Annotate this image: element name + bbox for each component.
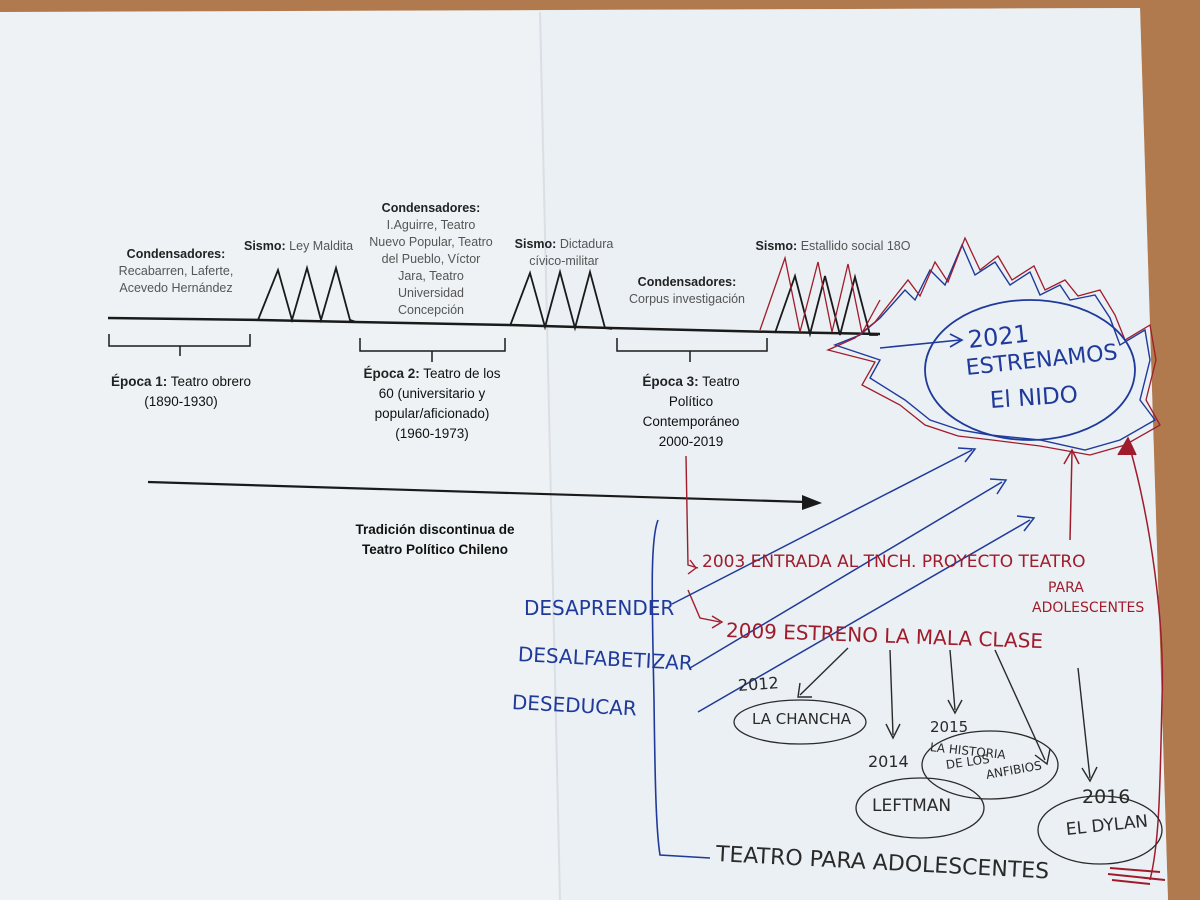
- sismo2-text: Dictadura cívico-militar: [529, 237, 614, 268]
- epoca1-text: Teatro obrero (1890-1930): [144, 374, 252, 409]
- red-right-curve: [1129, 447, 1164, 881]
- cond3-title: Condensadores:: [637, 275, 737, 289]
- paper-fold: [539, 11, 561, 900]
- tradition-arrowhead: [802, 495, 822, 510]
- circle-2021: [924, 299, 1136, 441]
- epoca2-label: Época 2:: [363, 366, 420, 381]
- paper-shade: [540, 8, 1168, 900]
- arrow-to-2012: [799, 647, 849, 696]
- red-right-curve-head: [1117, 436, 1137, 456]
- red-scribble: [1107, 867, 1166, 885]
- sismo2-label: Sismo:: [514, 237, 557, 251]
- tradicion-label: Tradición discontinua de Teatro Político…: [355, 522, 515, 557]
- arrow-desalfabetizar: [689, 481, 1003, 669]
- arrow-to-2021: [879, 339, 961, 349]
- arrow-to-2014-head: [885, 723, 901, 740]
- arrow-to-2016-head: [1081, 766, 1098, 783]
- epoca2-block: Época 2: Teatro de los 60 (universitario…: [356, 364, 508, 444]
- sismo3-text: Estallido social 18O: [800, 239, 911, 253]
- bracket-epoca1: [108, 334, 251, 356]
- arrow-to-2016: [1077, 667, 1091, 779]
- red-line-2003-head: [687, 559, 697, 575]
- blue-bracket: [651, 519, 711, 859]
- hw-2016: 2016: [1082, 786, 1131, 808]
- arrow-to-2015: [949, 649, 956, 711]
- sismo-wave-3-red: [759, 255, 881, 335]
- bracket-epoca3: [616, 338, 768, 362]
- arrow-to-anfibios-head: [1034, 748, 1051, 766]
- hw-desaprender: DESAPRENDER: [524, 596, 675, 620]
- oval-la-chancha: [733, 699, 867, 745]
- starburst-red: [826, 236, 1161, 456]
- tradition-arrow: [147, 480, 807, 504]
- cond2-block: Condensadores: I.Aguirre, Teatro Nuevo P…: [368, 200, 494, 319]
- sismo1-label: Sismo:: [244, 239, 286, 253]
- epoca3-block: Época 3: Teatro Político Contemporáneo 2…: [626, 372, 756, 452]
- hw-la-chancha: LA CHANCHA: [752, 710, 851, 728]
- arrow-to-2021-head: [949, 333, 964, 348]
- arrow-deseducar-head: [1016, 515, 1036, 532]
- sismo3-block: Sismo: Estallido social 18O: [748, 238, 918, 255]
- arrow-desaprender: [671, 449, 973, 605]
- hw-2015: 2015: [930, 718, 969, 736]
- hw-2003-entrada: 2003 ENTRADA AL TNCH. PROYECTO TEATRO: [702, 552, 1086, 572]
- hw-para: PARA: [1048, 580, 1084, 596]
- cond1-block: Condensadores: Recabarren, Laferte, Acev…: [112, 246, 240, 297]
- starburst-blue: [832, 243, 1157, 451]
- arrow-to-2015-head: [947, 699, 963, 715]
- arrow-desaprender-head: [957, 447, 977, 463]
- cond3-text: Corpus investigación: [628, 292, 746, 306]
- sismo-wave-3: [774, 272, 878, 338]
- epoca1-block: Época 1: Teatro obrero (1890-1930): [110, 372, 252, 412]
- hw-2014: 2014: [868, 752, 909, 771]
- arrow-deseducar: [697, 519, 1031, 713]
- cond3-block: Condensadores: Corpus investigación: [626, 274, 748, 308]
- epoca1-label: Época 1:: [110, 374, 168, 389]
- arrow-to-2012-head: [797, 682, 812, 698]
- oval-leftman: [855, 777, 985, 839]
- bracket-epoca2: [359, 338, 506, 362]
- epoca2-text: Teatro de los 60 (universitario y popula…: [374, 366, 501, 441]
- epoca3-text: Teatro Político Contemporáneo 2000-2019: [642, 374, 740, 449]
- sismo1-block: Sismo: Ley Maldita: [244, 238, 384, 255]
- sismo1-text: Ley Maldita: [289, 239, 354, 253]
- red-up-arrow-head: [1063, 448, 1080, 465]
- cond1-title: Condensadores:: [126, 247, 226, 261]
- arrow-to-anfibios: [994, 649, 1046, 761]
- sismo-wave-1: [257, 264, 357, 324]
- hw-adolescentes: ADOLESCENTES: [1032, 600, 1145, 616]
- red-line-2009: [687, 589, 721, 623]
- red-line-2009-head: [711, 615, 724, 629]
- oval-anfibios: [921, 730, 1059, 800]
- arrow-to-2014: [889, 649, 894, 736]
- epoca3-label: Época 3:: [642, 374, 699, 389]
- cond1-text: Recabarren, Laferte, Acevedo Hernández: [118, 264, 234, 295]
- hw-leftman: LEFTMAN: [872, 796, 952, 816]
- cond2-text: I.Aguirre, Teatro Nuevo Popular, Teatro …: [369, 218, 493, 317]
- arrow-desalfabetizar-head: [989, 478, 1008, 495]
- sismo2-block: Sismo: Dictadura cívico-militar: [504, 236, 624, 270]
- oval-dylan: [1037, 795, 1163, 865]
- sismo-wave-2: [509, 268, 613, 332]
- hw-2012: 2012: [737, 673, 780, 695]
- red-up-arrow: [1069, 451, 1073, 541]
- cond2-title: Condensadores:: [381, 201, 481, 215]
- sismo3-label: Sismo:: [755, 239, 798, 253]
